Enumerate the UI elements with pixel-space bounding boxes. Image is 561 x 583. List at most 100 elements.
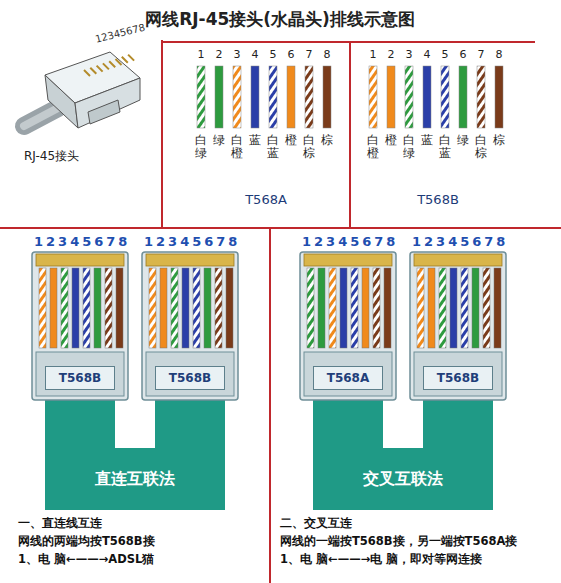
wire (472, 268, 479, 348)
note-text: 网线的两端均按T568B接 (18, 534, 155, 549)
standard-name: T568A (245, 192, 287, 207)
wire-stripe (423, 66, 431, 128)
wire-color: 蓝 (421, 134, 433, 147)
wire (340, 268, 347, 348)
connector-body (410, 252, 506, 400)
wire-stripe (369, 66, 377, 128)
pin-numbers: 12345678 (34, 234, 130, 249)
wire (384, 268, 391, 348)
wire-stripe (233, 66, 241, 128)
wire-stripe (459, 66, 467, 128)
wire (362, 268, 369, 348)
standard-name: T568B (417, 192, 459, 207)
pin-number: 2 (388, 48, 395, 61)
wire-stripe (251, 66, 259, 128)
wire (351, 268, 358, 348)
contact (116, 59, 122, 65)
pin-number: 6 (460, 48, 467, 61)
wire (494, 268, 501, 348)
connector-clip (146, 352, 234, 396)
wire-stripe (495, 66, 503, 128)
label-box: T568A (313, 366, 383, 390)
standard-label: T568B (169, 371, 211, 385)
wire (417, 268, 424, 348)
pin-number: 5 (270, 48, 277, 61)
divider-lines (0, 40, 561, 583)
method-name: 交叉互联法 (363, 469, 443, 490)
wire-color: 白绿 (195, 134, 207, 160)
wire-stripe (405, 66, 413, 128)
wire (193, 268, 200, 348)
contact-row (414, 254, 502, 266)
wire-color: 绿 (457, 134, 469, 147)
wire (428, 268, 435, 348)
contact (109, 61, 115, 67)
wire-color: 绿 (213, 134, 225, 147)
contact-row (304, 254, 392, 266)
wire (307, 268, 314, 348)
wire-color: 白棕 (475, 134, 487, 160)
cable-legs (45, 398, 493, 454)
contact (128, 55, 134, 61)
wire-color: 棕 (493, 134, 505, 147)
wire (39, 268, 46, 348)
wire (215, 268, 222, 348)
connectors (32, 252, 506, 400)
connector-clip (414, 352, 502, 396)
note-text: 1、电 脑←——→电 脑，即对等网连接 (280, 552, 482, 567)
pin-numbers: 12345678 (144, 234, 240, 249)
wire (61, 268, 68, 348)
contact (122, 57, 128, 63)
wire-color: 橙 (385, 134, 397, 147)
label-box: T568B (45, 366, 115, 390)
wire-color: 白蓝 (267, 134, 279, 160)
note-text: 二、交叉互连 (280, 516, 352, 531)
note-text: 网线的一端按T568B接，另一端按T568A接 (280, 534, 517, 549)
wire-stripe (477, 66, 485, 128)
wire-stripe (197, 66, 205, 128)
label-box: T568B (155, 366, 225, 390)
wire (439, 268, 446, 348)
wire-stripe (323, 66, 331, 128)
wire-stripes (197, 66, 503, 128)
wire (50, 268, 57, 348)
rj45-plug (24, 52, 140, 128)
cable-band: 交叉互联法 (313, 448, 493, 510)
wire-color: 白橙 (367, 134, 379, 160)
wire (72, 268, 79, 348)
pin-number: 7 (478, 48, 485, 61)
standard-label: T568B (59, 371, 101, 385)
wire (318, 268, 325, 348)
label-box: T568B (423, 366, 493, 390)
connector-body (142, 252, 238, 400)
pin-number: 6 (288, 48, 295, 61)
connector-clip (304, 352, 392, 396)
part-name: RJ-45接头 (24, 148, 79, 165)
pin-number: 5 (442, 48, 449, 61)
wire (83, 268, 90, 348)
wire (204, 268, 211, 348)
wire-color: 蓝 (249, 134, 261, 147)
wire (226, 268, 233, 348)
wire-color: 棕 (321, 134, 333, 147)
pin-number: 8 (496, 48, 503, 61)
pin-numbers: 12345678 (94, 22, 146, 45)
wire (116, 268, 123, 348)
contact (90, 68, 96, 74)
wire-stripe (287, 66, 295, 128)
pin-number: 3 (234, 48, 241, 61)
contact (103, 63, 109, 69)
wire-color: 白橙 (231, 134, 243, 160)
connector-clip (36, 352, 124, 396)
standard-label: T568B (437, 371, 479, 385)
wire (182, 268, 189, 348)
standard-label: T568A (327, 371, 370, 385)
pin-number: 1 (370, 48, 377, 61)
cable-band: 直连互联法 (45, 448, 225, 510)
wire (373, 268, 380, 348)
wire-stripe (215, 66, 223, 128)
method-name: 直连互联法 (95, 469, 175, 490)
title: 网线RJ-45接头(水晶头)排线示意图 (145, 8, 415, 31)
pin-number: 3 (406, 48, 413, 61)
